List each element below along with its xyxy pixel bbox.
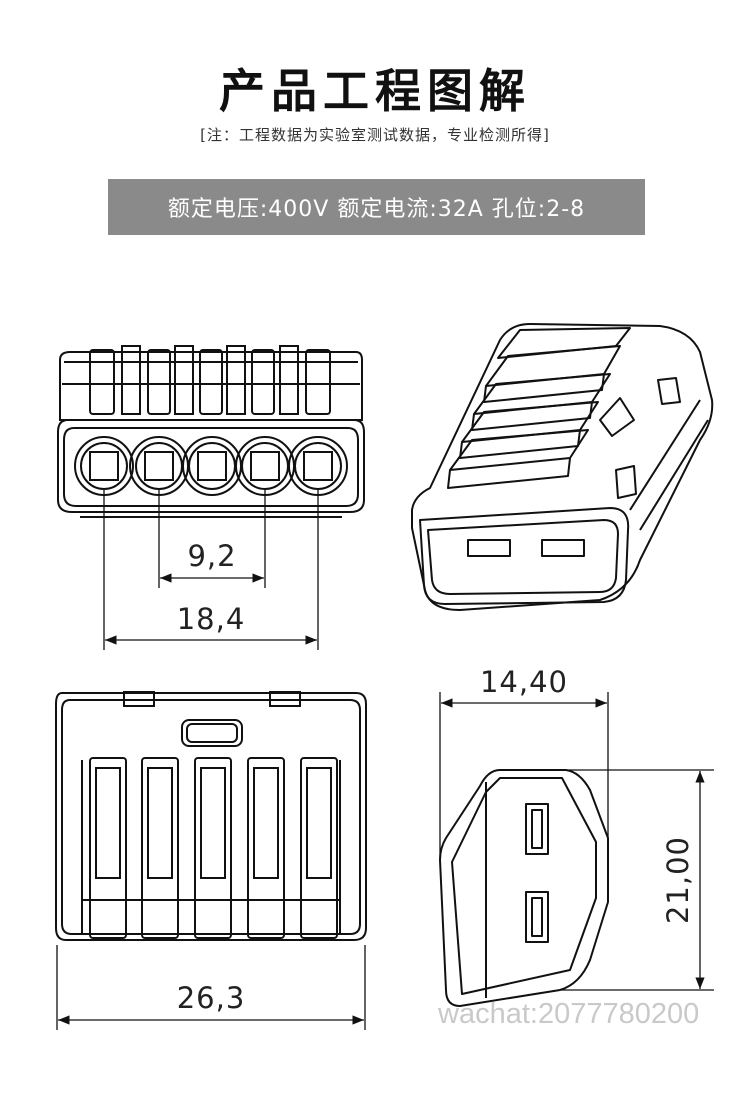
side-view bbox=[439, 769, 609, 1007]
dim-double-pitch: 18,4 bbox=[177, 602, 246, 636]
disclaimer-note: [注：工程数据为实验室测试数据，专业检测所得] bbox=[200, 126, 550, 144]
watermark: wachat:2077780200 bbox=[438, 998, 700, 1030]
rated-voltage: 额定电压:400V bbox=[167, 197, 330, 222]
front-dimension-lines bbox=[103, 490, 319, 650]
spec-banner: 额定电压:400V 额定电流:32A 孔位:2-8 bbox=[108, 179, 645, 235]
side-dimension-lines bbox=[439, 692, 714, 991]
dim-width: 26,3 bbox=[177, 981, 246, 1015]
top-dimension-lines bbox=[56, 945, 366, 1030]
dim-depth: 14,40 bbox=[480, 665, 568, 699]
page-title: 产品工程图解 bbox=[219, 64, 531, 118]
dim-hole-pitch: 9,2 bbox=[187, 539, 236, 573]
dim-height: 21,00 bbox=[661, 836, 695, 924]
rated-current: 额定电流:32A bbox=[337, 197, 484, 222]
hole-positions: 孔位:2-8 bbox=[491, 197, 586, 222]
top-view bbox=[55, 691, 367, 941]
isometric-view bbox=[411, 323, 714, 611]
